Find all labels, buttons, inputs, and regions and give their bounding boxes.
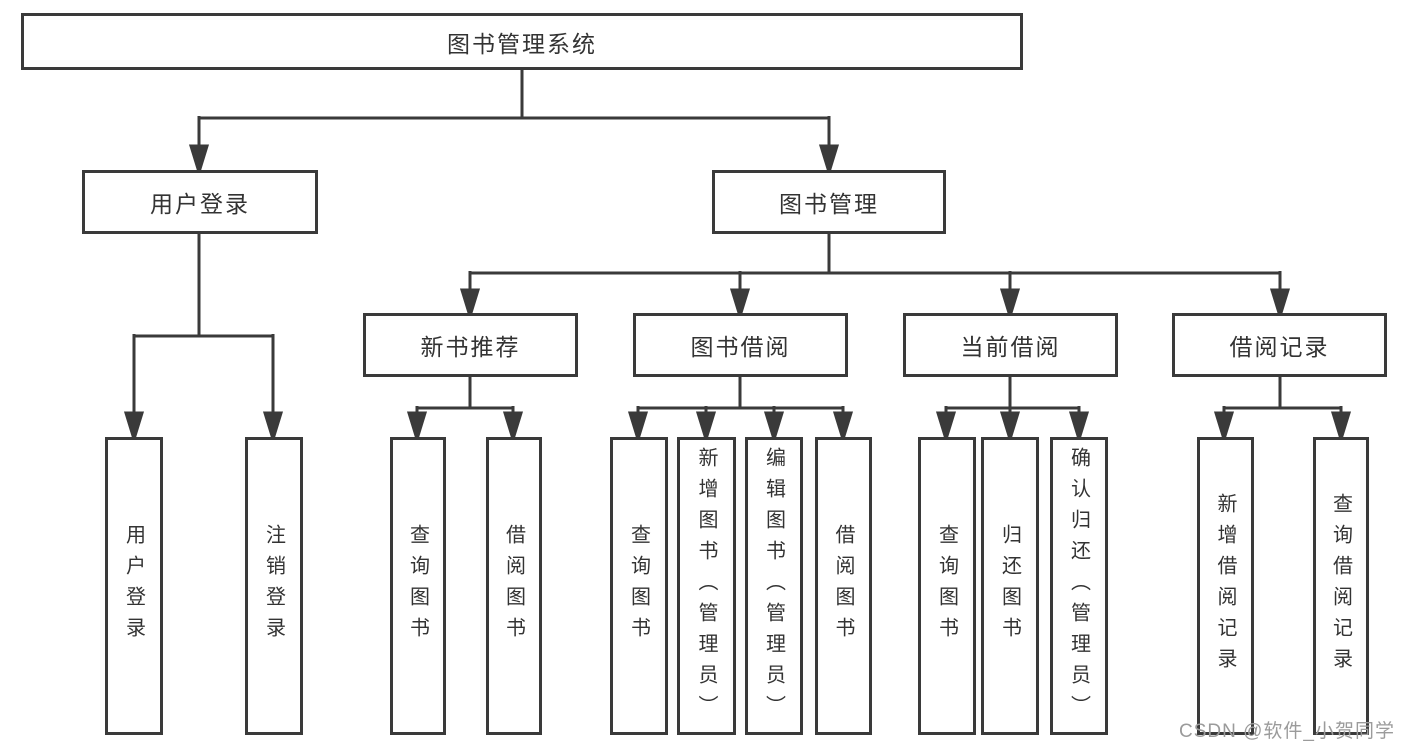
leaf-records-add-record: 新增借阅记录 xyxy=(1197,437,1254,735)
connector-current-borrow-to-children xyxy=(935,376,1090,445)
arrowhead xyxy=(999,411,1021,445)
node-book-management: 图书管理 xyxy=(712,170,946,234)
leaf-user-login: 用户登录 xyxy=(105,437,163,735)
arrowhead xyxy=(832,411,854,445)
leaf-borrowing-borrow-book: 借阅图书 xyxy=(815,437,872,735)
node-borrow-records: 借阅记录 xyxy=(1172,313,1387,377)
arrowhead xyxy=(262,411,284,445)
arrowhead xyxy=(123,411,145,445)
connector-new-book-rec-to-children xyxy=(406,376,524,445)
leaf-borrowing-query-book: 查询图书 xyxy=(610,437,668,735)
arrowhead xyxy=(818,144,840,178)
leaf-newrec-query-book: 查询图书 xyxy=(390,437,446,735)
arrowhead xyxy=(1213,411,1235,445)
leaf-current-query-book: 查询图书 xyxy=(918,437,976,735)
leaf-records-query-record: 查询借阅记录 xyxy=(1313,437,1369,735)
node-user-login: 用户登录 xyxy=(82,170,318,234)
csdn-watermark: CSDN @软件_小贺同学 xyxy=(1179,721,1395,742)
connector-root-to-level2 xyxy=(188,70,840,178)
arrowhead xyxy=(763,411,785,445)
arrowhead xyxy=(935,411,957,445)
leaf-logout: 注销登录 xyxy=(245,437,303,735)
connector-book-borrow-to-children xyxy=(627,376,854,445)
arrowhead xyxy=(695,411,717,445)
leaf-current-return-book: 归还图书 xyxy=(981,437,1039,735)
leaf-newrec-borrow-book: 借阅图书 xyxy=(486,437,542,735)
node-new-book-recommend: 新书推荐 xyxy=(363,313,578,377)
arrowhead xyxy=(1068,411,1090,445)
node-current-borrowing: 当前借阅 xyxy=(903,313,1118,377)
node-book-borrowing: 图书借阅 xyxy=(633,313,848,377)
leaf-borrowing-edit-book-admin: 编辑图书（管理员） xyxy=(745,437,803,735)
connector-user-login-to-children xyxy=(123,232,284,445)
arrowhead xyxy=(502,411,524,445)
arrowhead xyxy=(188,144,210,178)
leaf-current-confirm-return-admin: 确认归还（管理员） xyxy=(1050,437,1108,735)
connector-borrow-records-to-children xyxy=(1213,376,1352,445)
arrowhead xyxy=(1330,411,1352,445)
connector-book-mgmt-to-children xyxy=(459,233,1291,322)
leaf-borrowing-add-book-admin: 新增图书（管理员） xyxy=(677,437,736,735)
arrowhead xyxy=(627,411,649,445)
arrowhead xyxy=(406,411,428,445)
node-library-management-system: 图书管理系统 xyxy=(21,13,1023,70)
